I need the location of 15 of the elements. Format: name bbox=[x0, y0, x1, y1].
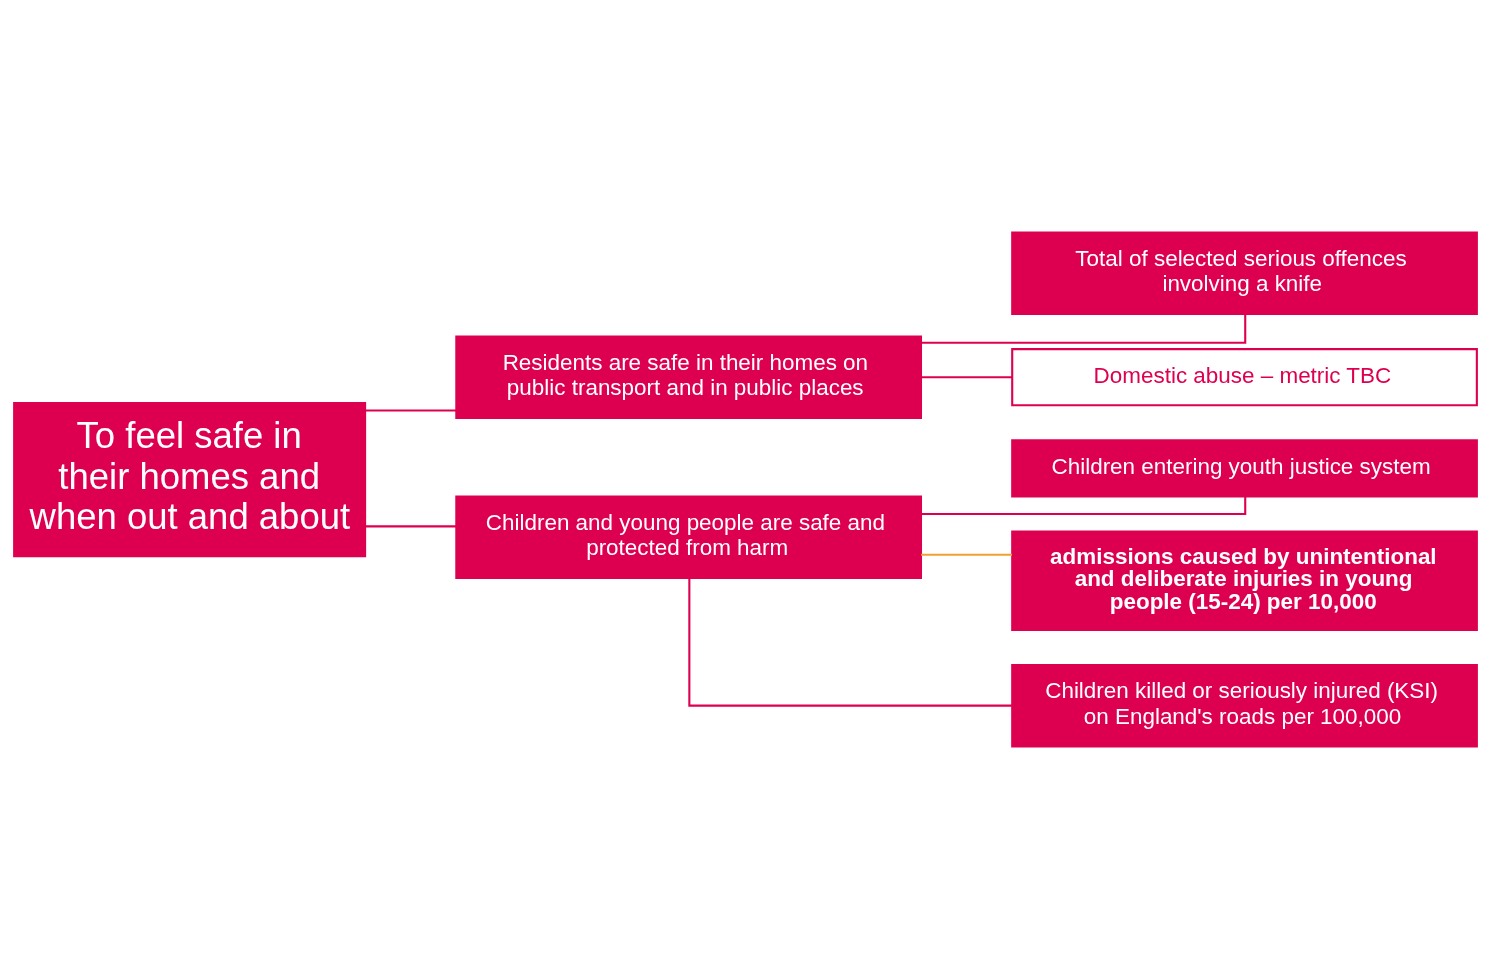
node-box: admissions caused by unintentional and deliberate injuries in young people (15-24) per 10,000 bbox=[1011, 530, 1478, 631]
connector bbox=[921, 496, 1247, 515]
node-box: Children entering youth justice system bbox=[1011, 438, 1478, 498]
connector bbox=[365, 524, 457, 527]
connector bbox=[365, 409, 457, 412]
node-box: Children and young people are safe and protected from harm bbox=[455, 494, 923, 579]
connector bbox=[688, 577, 1012, 707]
node-box: Domestic abuse – metric TBC bbox=[1011, 347, 1478, 406]
node-box: Children killed or seriously injured (KSI) on England's roads per 100,000 bbox=[1011, 663, 1478, 747]
node-box: To feel safe in their homes and when out and about bbox=[13, 401, 367, 557]
connector bbox=[921, 553, 1013, 556]
node-box: Total of selected serious offences involving a knife bbox=[1011, 231, 1478, 315]
connector bbox=[921, 375, 1013, 378]
node-box: Residents are safe in their homes on public transport and in public places bbox=[455, 334, 923, 419]
connector bbox=[921, 313, 1247, 344]
